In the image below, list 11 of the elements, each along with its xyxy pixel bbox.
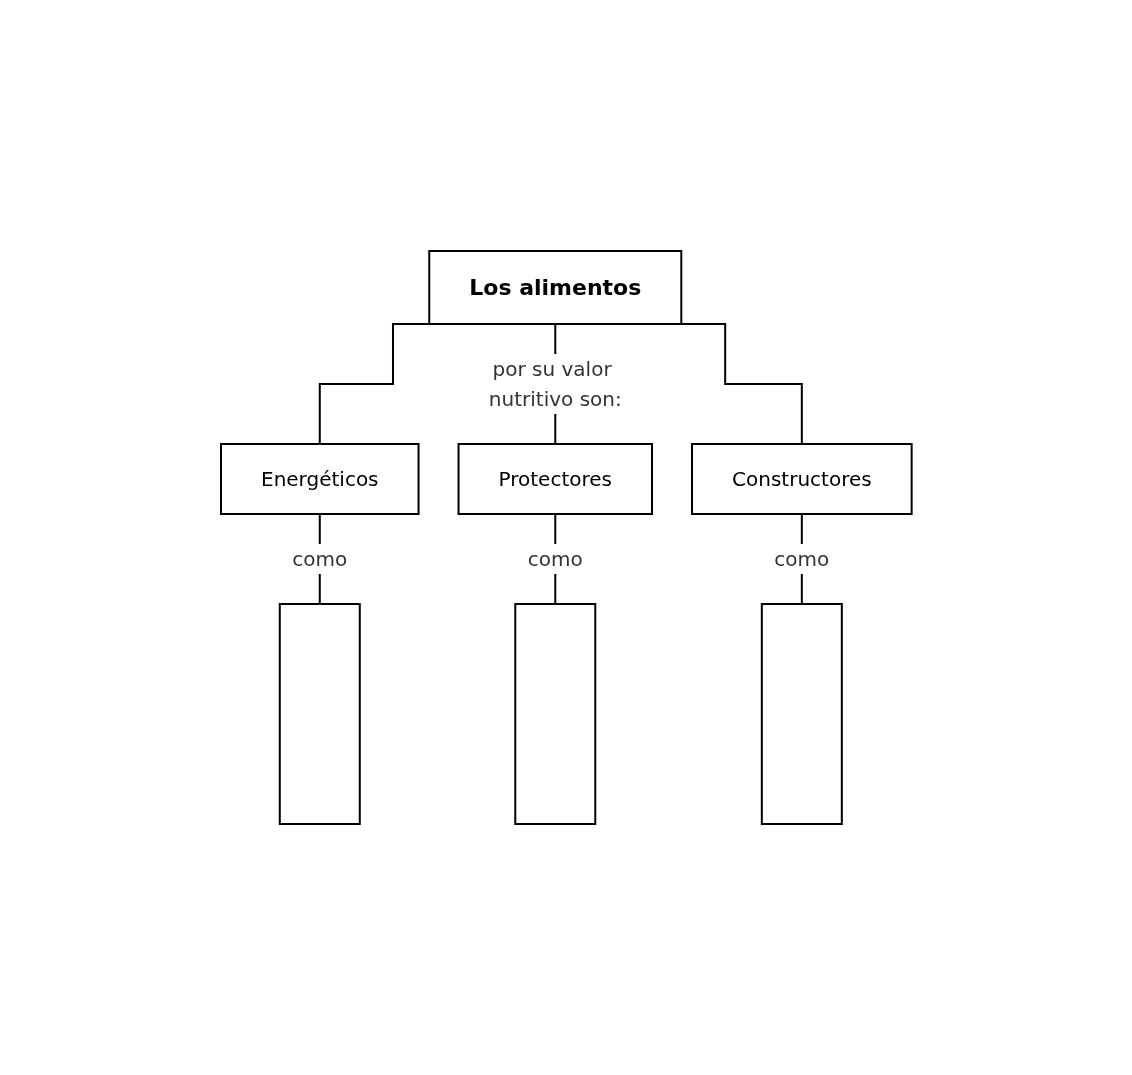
node-box: Energéticos — [219, 443, 420, 515]
node-box — [278, 603, 361, 825]
node-box: Los alimentos — [427, 250, 682, 325]
edge-label: como — [527, 547, 583, 571]
node-box — [513, 603, 596, 825]
node-box: Constructores — [690, 443, 913, 515]
edge-label: como — [774, 547, 829, 571]
edge-label: como — [291, 547, 347, 571]
node-box: Protectores — [457, 443, 653, 515]
edge-label: por su valor nutritivo son: — [488, 357, 622, 411]
node-box — [760, 603, 843, 825]
